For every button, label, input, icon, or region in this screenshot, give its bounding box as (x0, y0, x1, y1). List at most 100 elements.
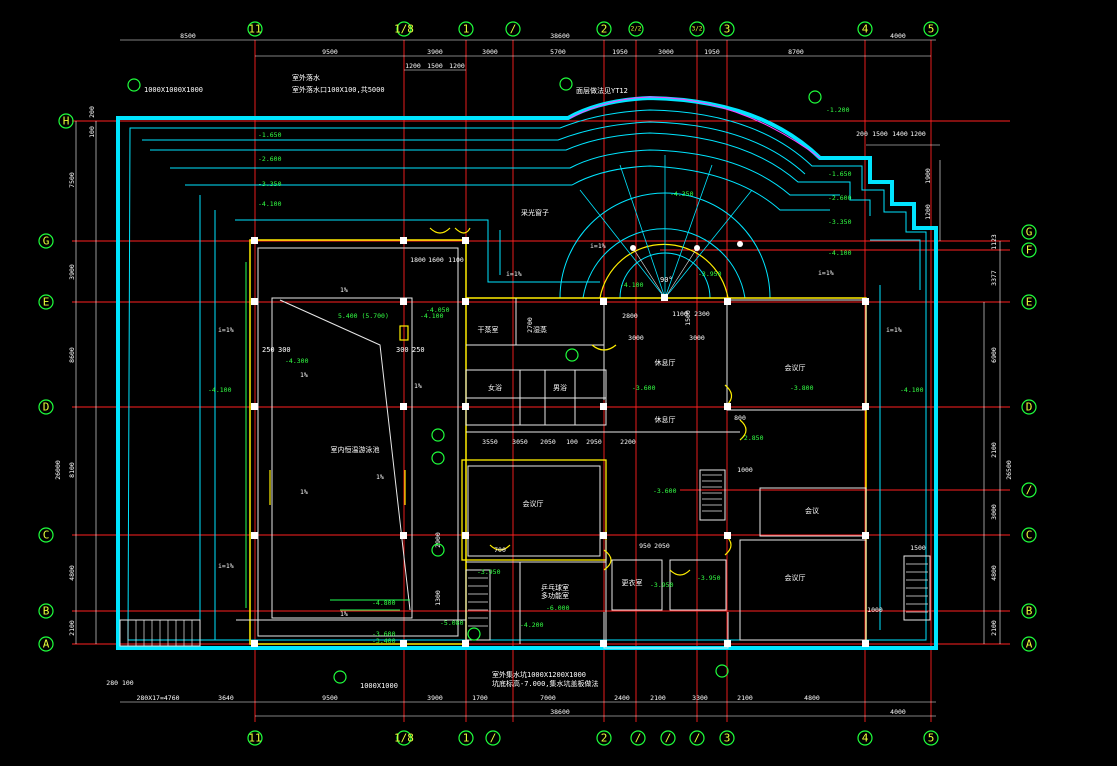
svg-text:1000X1000: 1000X1000 (360, 682, 398, 690)
svg-text:11: 11 (248, 732, 261, 745)
svg-text:800: 800 (734, 414, 746, 422)
small-dimensions: 1800 1600 1100 3550 3050 2050 100 2950 2… (410, 130, 932, 614)
svg-text:250: 250 (262, 346, 275, 354)
svg-text:200: 200 (856, 130, 868, 138)
svg-text:3550: 3550 (482, 438, 498, 446)
fan-arcs (559, 96, 821, 299)
axis-bubbles-left: H G E D C B A (38, 113, 74, 652)
svg-text:1500: 1500 (910, 544, 926, 552)
svg-text:1900: 1900 (924, 168, 932, 184)
svg-text:300: 300 (278, 346, 291, 354)
svg-text:1: 1 (463, 23, 470, 36)
svg-text:2: 2 (601, 23, 608, 36)
svg-text:8600: 8600 (68, 347, 76, 363)
svg-text:4: 4 (862, 732, 869, 745)
svg-text:-1.650: -1.650 (828, 170, 852, 178)
svg-text:5: 5 (928, 732, 935, 745)
svg-text:2300: 2300 (694, 310, 710, 318)
svg-text:3000: 3000 (482, 48, 498, 56)
svg-text:休息厅: 休息厅 (655, 358, 676, 367)
svg-text:1123: 1123 (990, 234, 998, 250)
svg-text:D: D (1026, 401, 1033, 414)
columns (251, 237, 869, 647)
svg-text:-4.100: -4.100 (620, 281, 644, 289)
svg-text:B: B (1026, 605, 1033, 618)
svg-text:8500: 8500 (180, 32, 196, 40)
svg-text:休息厅: 休息厅 (655, 415, 676, 424)
svg-text:7500: 7500 (68, 172, 76, 188)
svg-text:1950: 1950 (704, 48, 720, 56)
svg-text:1000: 1000 (737, 466, 753, 474)
svg-text:4000: 4000 (890, 32, 906, 40)
svg-text:250: 250 (412, 346, 425, 354)
svg-text:950: 950 (639, 542, 651, 550)
dimension-texts-top: 8500 38600 4000 9500 3900 3000 5700 1950… (180, 32, 906, 70)
svg-text:男浴: 男浴 (553, 383, 567, 392)
svg-text:38600: 38600 (550, 32, 570, 40)
svg-text:G: G (1026, 226, 1033, 239)
svg-text:2200: 2200 (620, 438, 636, 446)
svg-text:2900: 2900 (434, 532, 442, 548)
svg-text:2050: 2050 (654, 542, 670, 550)
svg-text:1950: 1950 (612, 48, 628, 56)
svg-text:C: C (1026, 529, 1033, 542)
svg-text:9500: 9500 (322, 694, 338, 702)
svg-text:-4.100: -4.100 (828, 249, 852, 257)
svg-text:1500: 1500 (872, 130, 888, 138)
svg-text:2100: 2100 (990, 620, 998, 636)
svg-text:i=1%: i=1% (218, 326, 234, 334)
svg-text:-3.600: -3.600 (372, 630, 396, 638)
svg-text:1%: 1% (300, 371, 308, 379)
svg-text:乒乓球室: 乒乓球室 (541, 583, 569, 592)
dimension-lines (75, 39, 1001, 717)
svg-text:A: A (43, 638, 50, 651)
svg-text:室外落水口100X100,共5000: 室外落水口100X100,共5000 (292, 85, 385, 94)
svg-text:-5.080: -5.080 (440, 619, 464, 627)
svg-text:26000: 26000 (54, 460, 62, 480)
svg-text:/: / (490, 732, 497, 745)
svg-text:3377: 3377 (990, 270, 998, 286)
svg-text:8700: 8700 (788, 48, 804, 56)
svg-text:C: C (43, 529, 50, 542)
svg-text:9500: 9500 (322, 48, 338, 56)
svg-text:1800: 1800 (410, 256, 426, 264)
svg-text:采光窗子: 采光窗子 (521, 208, 549, 217)
svg-text:1000X1000X1000: 1000X1000X1000 (144, 86, 203, 94)
svg-text:1300: 1300 (434, 590, 442, 606)
svg-text:-1.200: -1.200 (826, 106, 850, 114)
svg-text:11: 11 (248, 23, 261, 36)
svg-text:4800: 4800 (990, 565, 998, 581)
axis-bubbles-right: G F E D / C B A (1021, 224, 1037, 652)
svg-text:1400: 1400 (892, 130, 908, 138)
svg-text:/: / (635, 732, 642, 745)
svg-text:1500: 1500 (427, 62, 443, 70)
svg-text:-4.050: -4.050 (426, 306, 450, 314)
svg-text:更衣室: 更衣室 (622, 578, 643, 587)
svg-text:4: 4 (862, 23, 869, 36)
svg-text:-4.300: -4.300 (285, 357, 309, 365)
svg-text:3640: 3640 (218, 694, 234, 702)
svg-text:室外落水: 室外落水 (292, 73, 320, 82)
svg-text:2100: 2100 (650, 694, 666, 702)
svg-text:3: 3 (724, 732, 731, 745)
svg-text:1500: 1500 (684, 310, 692, 326)
svg-text:会议厅: 会议厅 (785, 573, 806, 582)
svg-text:1100: 1100 (448, 256, 464, 264)
svg-text:1200: 1200 (924, 204, 932, 220)
svg-text:1100: 1100 (672, 310, 688, 318)
svg-text:1/8: 1/8 (394, 732, 414, 745)
svg-text:-3.350: -3.350 (258, 180, 282, 188)
svg-text:1200: 1200 (449, 62, 465, 70)
dimension-texts-right: 1123 3377 6900 2100 26500 3000 4800 2100 (990, 234, 1013, 636)
interior-walls (119, 227, 931, 649)
svg-text:/: / (1026, 484, 1033, 497)
svg-text:室内恒温游泳池: 室内恒温游泳池 (331, 445, 380, 454)
svg-text:2: 2 (601, 732, 608, 745)
axis-bubbles-top: 11 1/8 1 / 2 2/2 3/2 3 4 5 (247, 21, 939, 37)
svg-text:3900: 3900 (427, 48, 443, 56)
svg-text:女浴: 女浴 (488, 383, 502, 392)
svg-text:i=1%: i=1% (886, 326, 902, 334)
svg-text:280X17=4760: 280X17=4760 (136, 694, 179, 702)
svg-text:-3.950: -3.950 (698, 270, 722, 278)
